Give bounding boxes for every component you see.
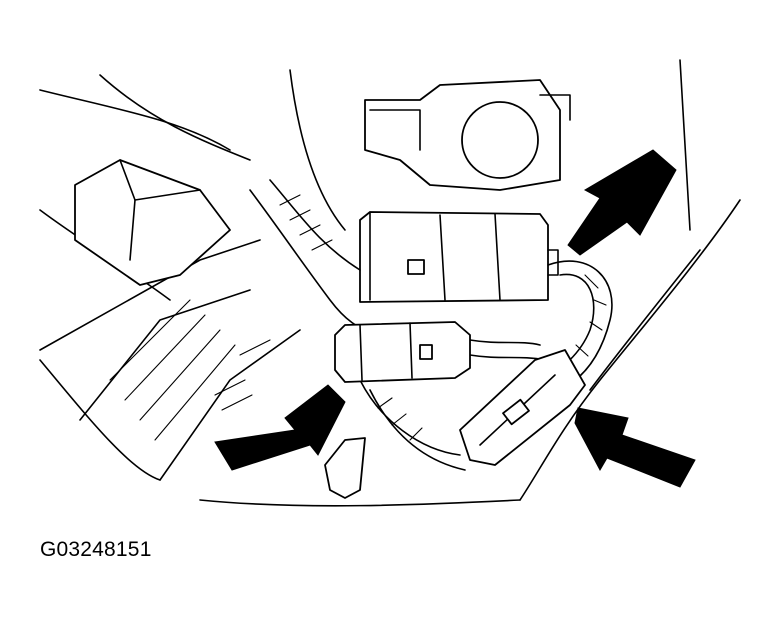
lower-right-arrow [574, 407, 696, 488]
throttle-body [364, 79, 571, 191]
figure-caption: G03248151 [40, 538, 152, 561]
left-arrow [214, 384, 346, 471]
lower-connector [459, 349, 586, 466]
upper-right-arrow [567, 149, 677, 256]
bracket [74, 159, 231, 286]
middle-connector [334, 321, 471, 383]
clip [324, 437, 366, 499]
main-connector [359, 211, 559, 303]
background-structure [39, 59, 741, 507]
